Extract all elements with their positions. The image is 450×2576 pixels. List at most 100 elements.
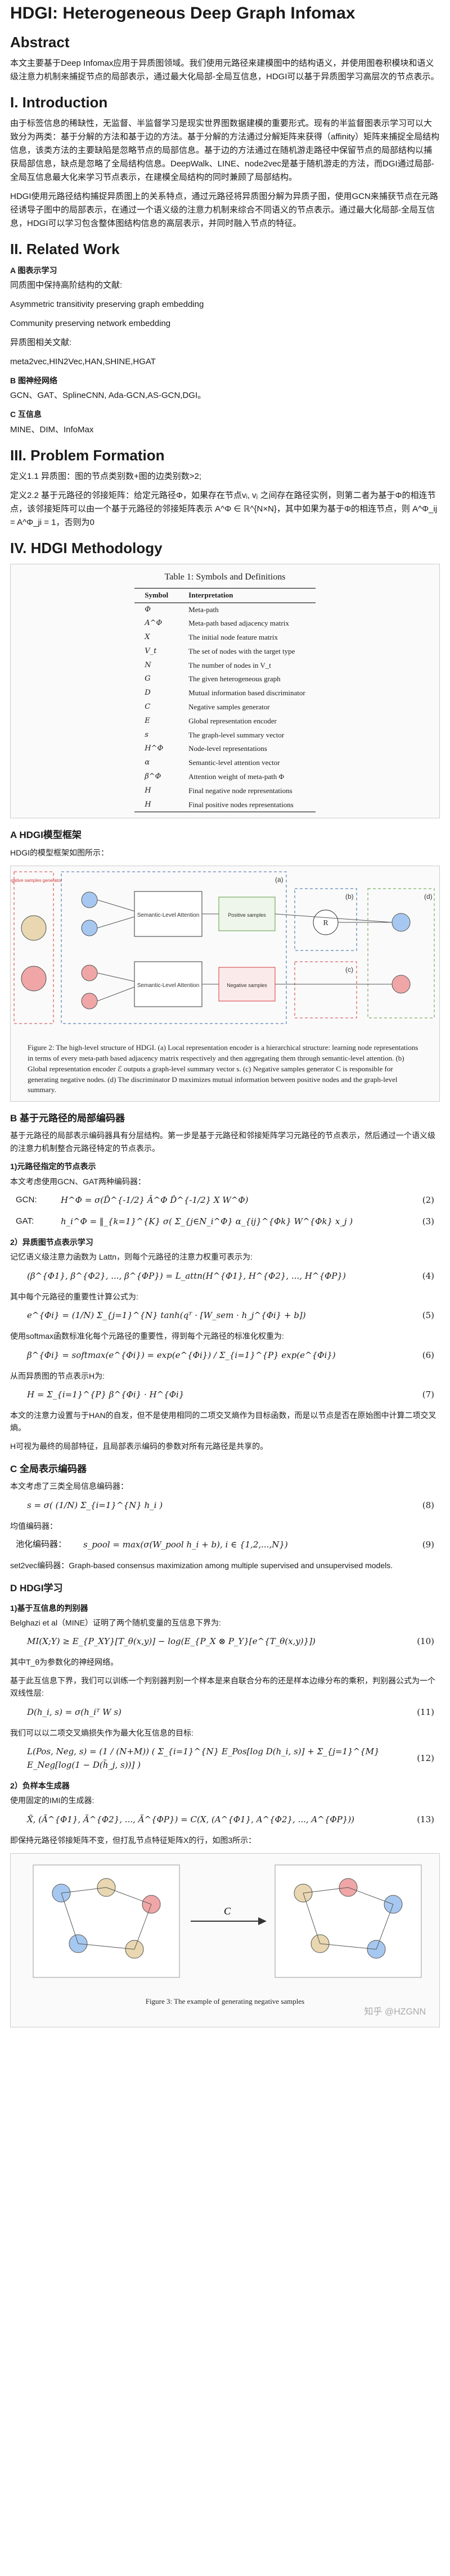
section-b-note2: H可视为最终的局部特征，且局部表示编码的参数对所有元路径是共享的。 <box>10 1441 268 1451</box>
framework-figure: Negative samples generator (a) Semantic-… <box>6 866 440 1102</box>
negative-generator-box-2 <box>294 961 357 1018</box>
section-b-intro: 基于元路径的局部表示编码器具有分层结构。第一步是基于元路径和邻接矩阵学习元路径的… <box>10 1131 435 1153</box>
interpretation-cell: Mutual information based discriminator <box>188 689 305 698</box>
methodology-heading: IV. HDGI Methodology <box>10 539 163 556</box>
interpretation-cell: The graph-level summary vector <box>188 730 285 739</box>
graph-edge <box>303 1887 349 1894</box>
positive-samples-label: Positive samples <box>228 912 266 918</box>
softmax-formula: β^{Φi} = softmax(e^{Φi}) = exp(e^{Φi}) /… <box>27 1350 336 1360</box>
section-d-sub1: 1)基于互信息的判别器 <box>10 1603 88 1613</box>
mine-note: 其中T_θ为参数化的神经网络。 <box>10 1658 119 1667</box>
related-a-heading: A 图表示学习 <box>10 265 57 275</box>
attn-equation: (β^{Φ1}, β^{Φ2}, ..., β^{ΦP}) = L_attn(H… <box>10 1269 440 1283</box>
interpretation-cell: Node-level representations <box>188 744 267 753</box>
related-a-intro: 同质图中保持高阶结构的文献: <box>10 280 123 290</box>
negative-samples-label: Negative samples <box>227 983 267 988</box>
label-c: (c) <box>345 966 353 974</box>
section-d-sub2: 2）负样本生成器 <box>10 1781 70 1791</box>
intro-heading: I. Introduction <box>10 94 108 111</box>
section-b-sub2: 2）异质图节点表示学习 <box>10 1238 93 1247</box>
graph-edge <box>78 1943 135 1950</box>
related-a-item-0: Asymmetric transitivity preserving graph… <box>10 299 204 309</box>
label-a: (a) <box>275 876 284 884</box>
problem-heading: III. Problem Formation <box>10 446 165 464</box>
interpretation-cell: Final positive nodes representations <box>178 798 316 813</box>
loss-number: (12) <box>417 1753 434 1764</box>
avg-number: (8) <box>422 1500 434 1510</box>
mine-equation: MI(X;Y) ≥ E_{P_XY}[T_θ(x,y)] − log(E_{P_… <box>10 1635 440 1648</box>
generator-label: C <box>224 1905 231 1917</box>
symbol-cell: V_t <box>145 646 157 655</box>
avg-formula: s = σ( (1/N) Σ_{i=1}^{N} h_i ) <box>27 1500 163 1510</box>
disc-number: (11) <box>417 1706 434 1717</box>
importance-number: (5) <box>422 1310 434 1321</box>
graph-edge <box>106 1887 152 1905</box>
section-b-sub1-text: 本文考虑使用GCN、GAT两种编码器： <box>10 1176 146 1186</box>
mine-number: (10) <box>417 1636 434 1647</box>
arrow <box>97 986 135 1002</box>
section-d-heading: D HDGI学习 <box>10 1583 63 1594</box>
problem-def1: 定义1.1 异质图：图的节点类别数+图的边类别数>2; <box>10 471 202 481</box>
paper-page: HDGI: Heterogeneous Deep Graph Infomax A… <box>0 3 450 2028</box>
gcn-equation: GCN: H^Φ = σ(D̂^{-1/2} Â^Φ D̂^{-1/2} X W… <box>10 1193 440 1207</box>
final-text: 从而异质图的节点表示H为: <box>10 1371 105 1380</box>
semantic-attention-box-bottom <box>134 961 202 1007</box>
related-a-hetero-items: meta2vec,HIN2Vec,HAN,SHINE,HGAT <box>10 356 156 366</box>
symbol-cell: H <box>134 798 179 813</box>
symbol-cell: C <box>145 703 151 712</box>
disc-formula: D(h_i, s) = σ(h_iᵀ W s) <box>27 1706 122 1717</box>
related-c-heading: C 互信息 <box>10 410 42 419</box>
loss-equation: L(Pos, Neg, s) = (1 / (N+M)) ( Σ_{i=1}^{… <box>10 1745 440 1772</box>
symbol-cell: H^Φ <box>145 744 164 753</box>
symbols-header-symbol: Symbol <box>134 587 179 603</box>
final-number: (7) <box>422 1389 434 1400</box>
graph-node-icon <box>21 915 47 941</box>
importance-formula: e^{Φi} = (1/N) Σ_{j=1}^{N} tanh(qᵀ · [W_… <box>27 1310 306 1321</box>
gcn-formula: H^Φ = σ(D̂^{-1/2} Â^Φ D̂^{-1/2} X W^Φ) <box>61 1195 249 1205</box>
arrow <box>97 899 135 912</box>
importance-equation: e^{Φi} = (1/N) Σ_{j=1}^{N} tanh(qᵀ · [W_… <box>10 1309 440 1322</box>
arrow <box>274 913 393 923</box>
abstract-text: 本文主要基于Deep Infomax应用于异质图领域。我们使用元路径来建模图中的… <box>10 58 439 82</box>
symbol-cell: H <box>145 786 151 795</box>
final-formula: H = Σ_{i=1}^{P} β^{Φi} · H^{Φi} <box>27 1389 184 1400</box>
related-b-heading: B 图神经网络 <box>10 375 57 385</box>
belghazi-text: Belghazi et al（MINE）证明了两个随机变量的互信息下界为: <box>10 1618 221 1628</box>
interpretation-cell: Meta-path based adjacency matrix <box>188 619 289 628</box>
interpretation-cell: Global representation encoder <box>188 716 277 725</box>
attn-number: (4) <box>422 1270 434 1281</box>
semantic-attention-label-top: Semantic-Level Attention <box>137 912 200 918</box>
gat-equation: GAT: h_i^Φ = ‖_{k=1}^{K} σ( Σ_{j∈N_i^Φ} … <box>10 1215 440 1228</box>
metapath-node-icon <box>81 965 98 981</box>
avg-label: 均值编码器： <box>10 1521 57 1531</box>
arrow-head-icon <box>258 1917 267 1926</box>
semantic-attention-label-bottom: Semantic-Level Attention <box>137 983 200 989</box>
interpretation-cell: Semantic-level attention vector <box>188 758 280 767</box>
arrow <box>97 972 135 982</box>
gat-label: GAT: <box>16 1216 34 1226</box>
section-c-intro: 本文考虑了三类全局信息编码器： <box>10 1482 128 1491</box>
symbol-cell: X <box>145 633 150 642</box>
abstract-heading: Abstract <box>10 34 70 51</box>
problem-def2: 定义2.2 基于元路径的邻接矩阵：给定元路径Φ，如果存在节点vᵢ, vⱼ 之间存… <box>10 490 438 527</box>
interpretation-cell: Negative samples generator <box>188 703 270 712</box>
disc-text: 基于此互信息下界，我们可以训练一个判别器判别一个样本是来自联合分布的还是样本边缘… <box>10 1676 435 1698</box>
softmax-number: (6) <box>422 1350 434 1360</box>
negative-samples-diagram: C <box>33 1864 422 1978</box>
gat-formula: h_i^Φ = ‖_{k=1}^{K} σ( Σ_{j∈N_i^Φ} α_{ij… <box>61 1216 353 1226</box>
graph-edge <box>61 1887 107 1894</box>
graph-edge <box>320 1943 377 1950</box>
related-heading: II. Related Work <box>10 241 120 258</box>
symbol-cell: Φ <box>145 605 151 614</box>
shuffled-graph-node-icon <box>21 966 47 992</box>
readout-label: R <box>323 919 328 927</box>
